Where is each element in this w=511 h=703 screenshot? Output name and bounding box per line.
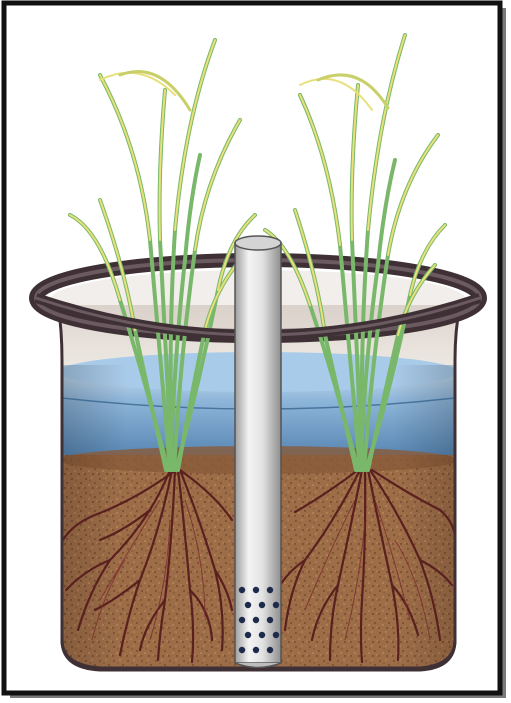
sampling-tube-icon [235,236,281,668]
tube-opening [235,236,281,250]
